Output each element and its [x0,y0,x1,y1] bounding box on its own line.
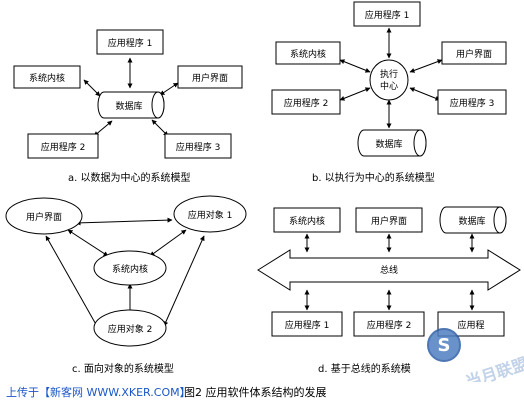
diagram-a: 应用程序 1 系统内核 用户界面 数据库 应用程序 2 应用程序 3 a. 以数… [13,29,243,184]
b-app1-box: 应用程序 1 [353,1,421,27]
c-kernel-label: 系统内核 [112,263,148,275]
d-kernel-label: 系统内核 [289,215,325,227]
watermark-circle-icon [427,328,461,362]
b-app2-box: 应用程序 2 [271,89,341,115]
watermark-letter: S [438,335,451,356]
a-ui-label: 用户界面 [192,72,228,84]
b-center-ellipse: 执行 中心 [369,59,409,101]
d-app1-label: 应用程序 1 [285,319,330,331]
diagram-d: 系统内核 用户界面 数据库 总线 应用程序 1 应用程序 [257,206,521,375]
b-app3-box: 应用程序 3 [437,89,507,115]
c-kernel-ellipse: 系统内核 [93,250,167,286]
d-caption: d. 基于总线的系统模 [318,362,411,375]
d-ui-label: 用户界面 [371,215,407,227]
d-app2-box: 应用程序 2 [353,311,425,337]
a-database-cylinder: 数据库 [97,91,165,119]
b-ui-label: 用户界面 [456,48,492,60]
conn-c-ui-obj2 [45,235,99,329]
conn-b-kernel-center [339,59,371,73]
diagram-b: 应用程序 1 系统内核 用户界面 执行 中心 应用程序 2 应用程序 3 数据库 [271,1,507,184]
c-obj1-ellipse: 应用对象 1 [173,195,247,233]
conn-a-ui-db [159,82,179,96]
a-kernel-box: 系统内核 [13,65,81,89]
b-caption: b. 以执行为中心的系统模型 [312,171,435,184]
b-center-line2: 中心 [380,80,398,92]
footer-upload-link[interactable]: 上传于【新客网 WWW.XKER.COM】 [6,385,191,399]
c-ui-label: 用户界面 [26,211,62,223]
conn-b-app2-center [339,87,371,101]
b-center-line1: 执行 [380,68,398,80]
d-kernel-box: 系统内核 [273,207,341,233]
diagram-c: 用户界面 应用对象 1 系统内核 应用对象 2 c. 面向对象的系统模型 [5,195,247,375]
d-database-cylinder: 数据库 [439,206,507,234]
conn-c-obj1-kernel [149,229,187,257]
b-app2-label: 应用程序 2 [284,97,329,109]
b-database-label: 数据库 [375,138,402,150]
d-bus-arrow: 总线 [257,249,521,291]
b-ui-box: 用户界面 [441,41,507,65]
b-app1-label: 应用程序 1 [365,9,410,21]
d-ui-box: 用户界面 [355,207,423,233]
d-app1-box: 应用程序 1 [271,311,343,337]
a-app1-label: 应用程序 1 [108,37,153,49]
conn-c-ui-kernel [67,229,109,257]
a-caption: a. 以数据为中心的系统模型 [68,171,191,184]
a-app3-label: 应用程序 3 [176,141,221,153]
a-app2-box: 应用程序 2 [27,133,99,159]
d-app3-label: 应用程 [457,319,484,331]
a-app2-label: 应用程序 2 [41,141,86,153]
b-kernel-box: 系统内核 [275,41,341,65]
a-ui-box: 用户界面 [177,65,243,89]
c-obj1-label: 应用对象 1 [188,209,233,221]
conn-b-ui-center [409,59,443,73]
figure-title: 图2 应用软件体系结构的发展 [184,385,327,399]
d-database-label: 数据库 [458,215,485,227]
b-kernel-label: 系统内核 [290,48,326,60]
c-ui-ellipse: 用户界面 [5,197,83,235]
conn-b-app3-center [409,87,441,101]
footer: 上传于【新客网 WWW.XKER.COM】 图2 应用软件体系结构的发展 [0,382,524,404]
b-app3-label: 应用程序 3 [450,97,495,109]
a-kernel-label: 系统内核 [29,72,65,84]
d-app2-label: 应用程序 2 [367,319,412,331]
conn-c-obj1-obj2 [163,235,205,327]
a-database-label: 数据库 [115,100,142,112]
conn-a-app3-db [151,119,169,137]
c-obj2-ellipse: 应用对象 2 [93,309,167,347]
b-database-cylinder: 数据库 [357,129,427,157]
conn-a-kernel-db [83,79,101,97]
d-bus-label: 总线 [380,264,398,276]
conn-c-ui-obj1 [75,217,173,226]
a-app1-box: 应用程序 1 [96,29,164,55]
a-app3-box: 应用程序 3 [164,133,232,159]
c-obj2-label: 应用对象 2 [108,323,153,335]
d-app3-box: 应用程 [437,311,505,337]
c-caption: c. 面向对象的系统模型 [72,362,174,375]
